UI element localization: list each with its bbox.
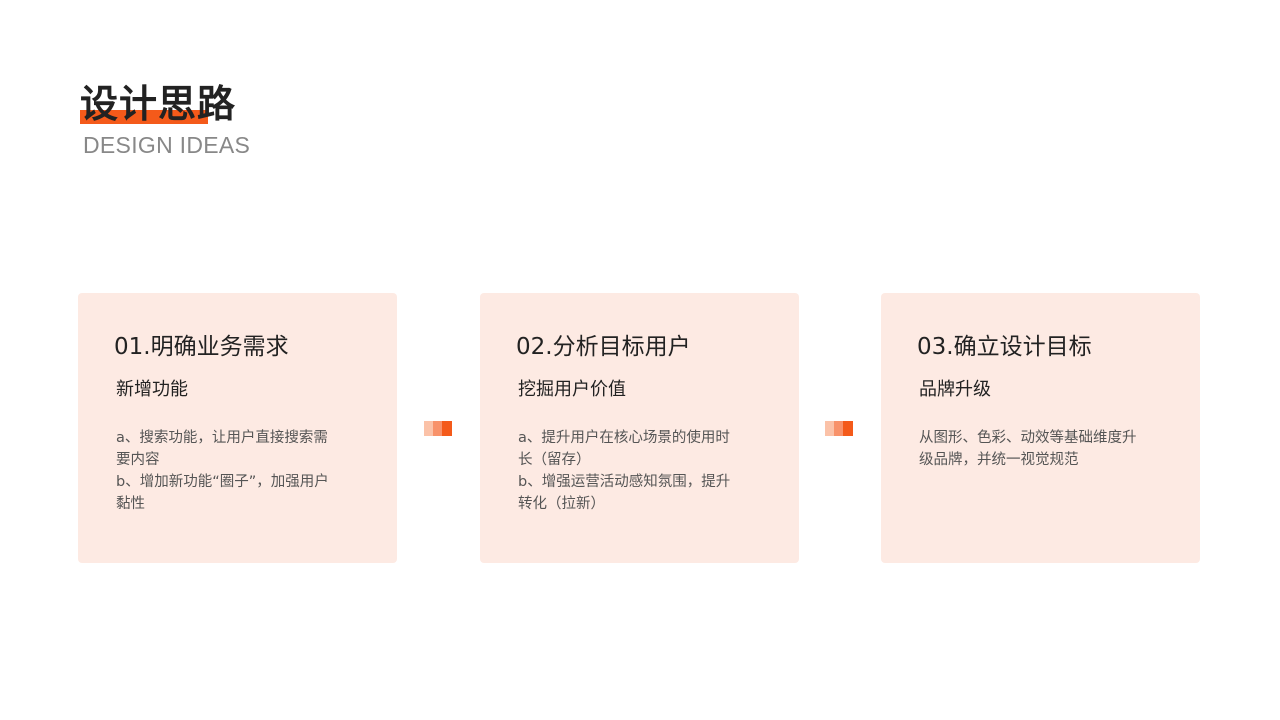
card-description: 从图形、色彩、动效等基础维度升 级品牌，并统一视觉规范 (919, 427, 1165, 471)
card-description-line: 转化（拉新） (518, 496, 605, 512)
page-title: 设计思路 (80, 82, 237, 126)
step-card-target-users: 02.分析目标用户 挖掘用户价值 a、提升用户在核心场景的使用时 长（留存） b… (480, 293, 799, 563)
card-description: a、搜索功能，让用户直接搜索需 要内容 b、增加新功能“圈子”，加强用户 黏性 (116, 427, 362, 515)
step-connector-icon (424, 421, 454, 436)
card-subtitle: 新增功能 (116, 379, 188, 400)
connector-square-medium (834, 421, 844, 436)
card-title: 03.确立设计目标 (917, 334, 1092, 360)
connector-square-dark (442, 421, 452, 436)
step-card-business-needs: 01.明确业务需求 新增功能 a、搜索功能，让用户直接搜索需 要内容 b、增加新… (78, 293, 397, 563)
card-description-line: 要内容 (116, 452, 160, 468)
connector-square-light (825, 421, 835, 436)
title-highlight-bar (80, 110, 208, 124)
connector-square-medium (433, 421, 443, 436)
card-description-line: a、搜索功能，让用户直接搜索需 (116, 430, 328, 446)
card-description-line: 黏性 (116, 496, 145, 512)
card-title: 01.明确业务需求 (114, 334, 289, 360)
card-description-line: b、增强运营活动感知氛围，提升 (518, 474, 731, 490)
connector-square-light (424, 421, 434, 436)
card-title: 02.分析目标用户 (516, 334, 691, 360)
page-subtitle: DESIGN IDEAS (83, 132, 251, 158)
card-description: a、提升用户在核心场景的使用时 长（留存） b、增强运营活动感知氛围，提升 转化… (518, 427, 764, 515)
step-connector-icon (825, 421, 855, 436)
card-description-line: 级品牌，并统一视觉规范 (919, 452, 1079, 468)
connector-square-dark (843, 421, 853, 436)
section-header: 设计思路 DESIGN IDEAS (80, 80, 250, 158)
card-description-line: b、增加新功能“圈子”，加强用户 (116, 474, 329, 490)
step-card-design-goals: 03.确立设计目标 品牌升级 从图形、色彩、动效等基础维度升 级品牌，并统一视觉… (881, 293, 1200, 563)
card-subtitle: 挖掘用户价值 (518, 379, 626, 400)
card-subtitle: 品牌升级 (919, 379, 991, 400)
card-description-line: a、提升用户在核心场景的使用时 (518, 430, 730, 446)
card-description-line: 从图形、色彩、动效等基础维度升 (919, 430, 1137, 446)
card-description-line: 长（留存） (518, 452, 591, 468)
